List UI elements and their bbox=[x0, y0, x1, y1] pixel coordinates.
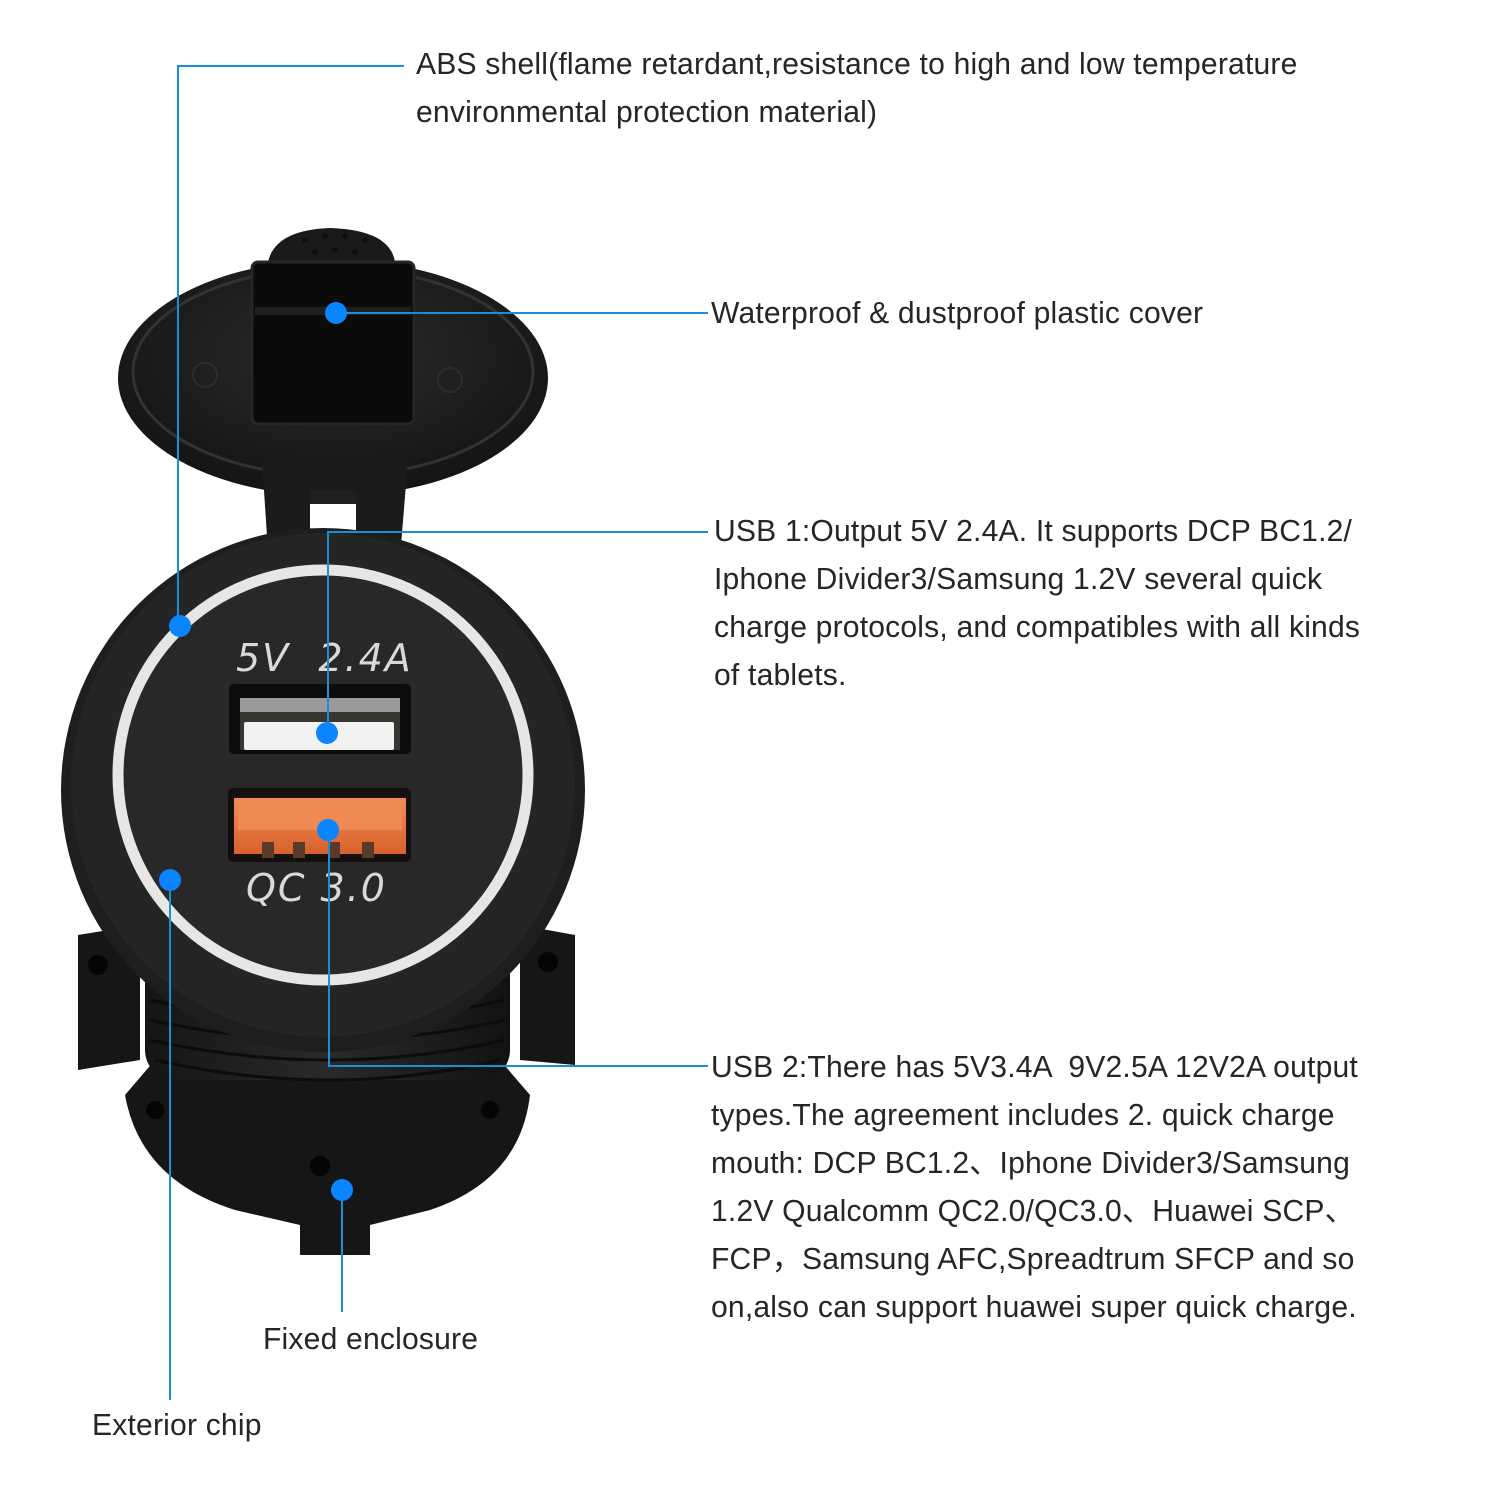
callout-dot-usb1 bbox=[316, 722, 338, 744]
leader-line-usb2 bbox=[328, 830, 330, 1066]
leader-line-usb1-vertical bbox=[327, 531, 329, 733]
callout-line: mouth: DCP BC1.2、Iphone Divider3/Samsung bbox=[711, 1145, 1351, 1180]
abs-shell-bezel bbox=[61, 528, 585, 1052]
callout-line: Fixed enclosure bbox=[263, 1321, 479, 1356]
port1-marking: 5V 2.4A bbox=[236, 636, 413, 680]
callout-line: Exterior chip bbox=[92, 1407, 262, 1442]
callout-dot-cover bbox=[325, 302, 347, 324]
leader-line-usb2-horizontal bbox=[328, 1065, 708, 1067]
callout-line: USB 2:There has 5V3.4A 9V2.5A 12V2A outp… bbox=[711, 1049, 1358, 1084]
callout-usb2: USB 2:There has 5V3.4A 9V2.5A 12V2A outp… bbox=[711, 1043, 1358, 1331]
callout-exterior-chip: Exterior chip bbox=[92, 1401, 262, 1449]
plastic-cover bbox=[118, 228, 548, 582]
callout-line: 1.2V Qualcomm QC2.0/QC3.0、Huawei SCP、 bbox=[711, 1193, 1355, 1228]
callout-line: charge protocols, and compatibles with a… bbox=[714, 609, 1361, 644]
leader-line-abs-shell bbox=[177, 65, 404, 67]
leader-line-abs-shell-vertical bbox=[177, 65, 179, 625]
callout-line: of tablets. bbox=[714, 657, 847, 692]
callout-dot-abs-shell bbox=[169, 615, 191, 637]
callout-abs-shell: ABS shell(flame retardant,resistance to … bbox=[416, 40, 1298, 136]
callout-usb1: USB 1:Output 5V 2.4A. It supports DCP BC… bbox=[714, 507, 1360, 699]
callout-line: environmental protection material) bbox=[416, 94, 878, 129]
callout-fixed-enclosure: Fixed enclosure bbox=[263, 1315, 478, 1363]
callout-line: types.The agreement includes 2. quick ch… bbox=[711, 1097, 1335, 1132]
leader-line-cover bbox=[336, 312, 708, 314]
callout-line: Iphone Divider3/Samsung 1.2V several qui… bbox=[714, 561, 1323, 596]
leader-line-fixed-enclosure bbox=[341, 1190, 343, 1312]
leader-line-usb1 bbox=[327, 531, 708, 533]
callout-cover: Waterproof & dustproof plastic cover bbox=[711, 289, 1203, 337]
callout-dot-fixed-enclosure bbox=[331, 1179, 353, 1201]
callout-dot-exterior-chip bbox=[159, 869, 181, 891]
callout-dot-usb2 bbox=[317, 819, 339, 841]
callout-line: USB 1:Output 5V 2.4A. It supports DCP BC… bbox=[714, 513, 1353, 548]
callout-line: on,also can support huawei super quick c… bbox=[711, 1289, 1357, 1324]
callout-line: ABS shell(flame retardant,resistance to … bbox=[416, 46, 1298, 81]
port2-marking: QC 3.0 bbox=[246, 866, 387, 910]
callout-line: FCP，Samsung AFC,Spreadtrum SFCP and so bbox=[711, 1241, 1355, 1276]
callout-line: Waterproof & dustproof plastic cover bbox=[711, 295, 1204, 330]
leader-line-exterior-chip bbox=[169, 880, 171, 1400]
